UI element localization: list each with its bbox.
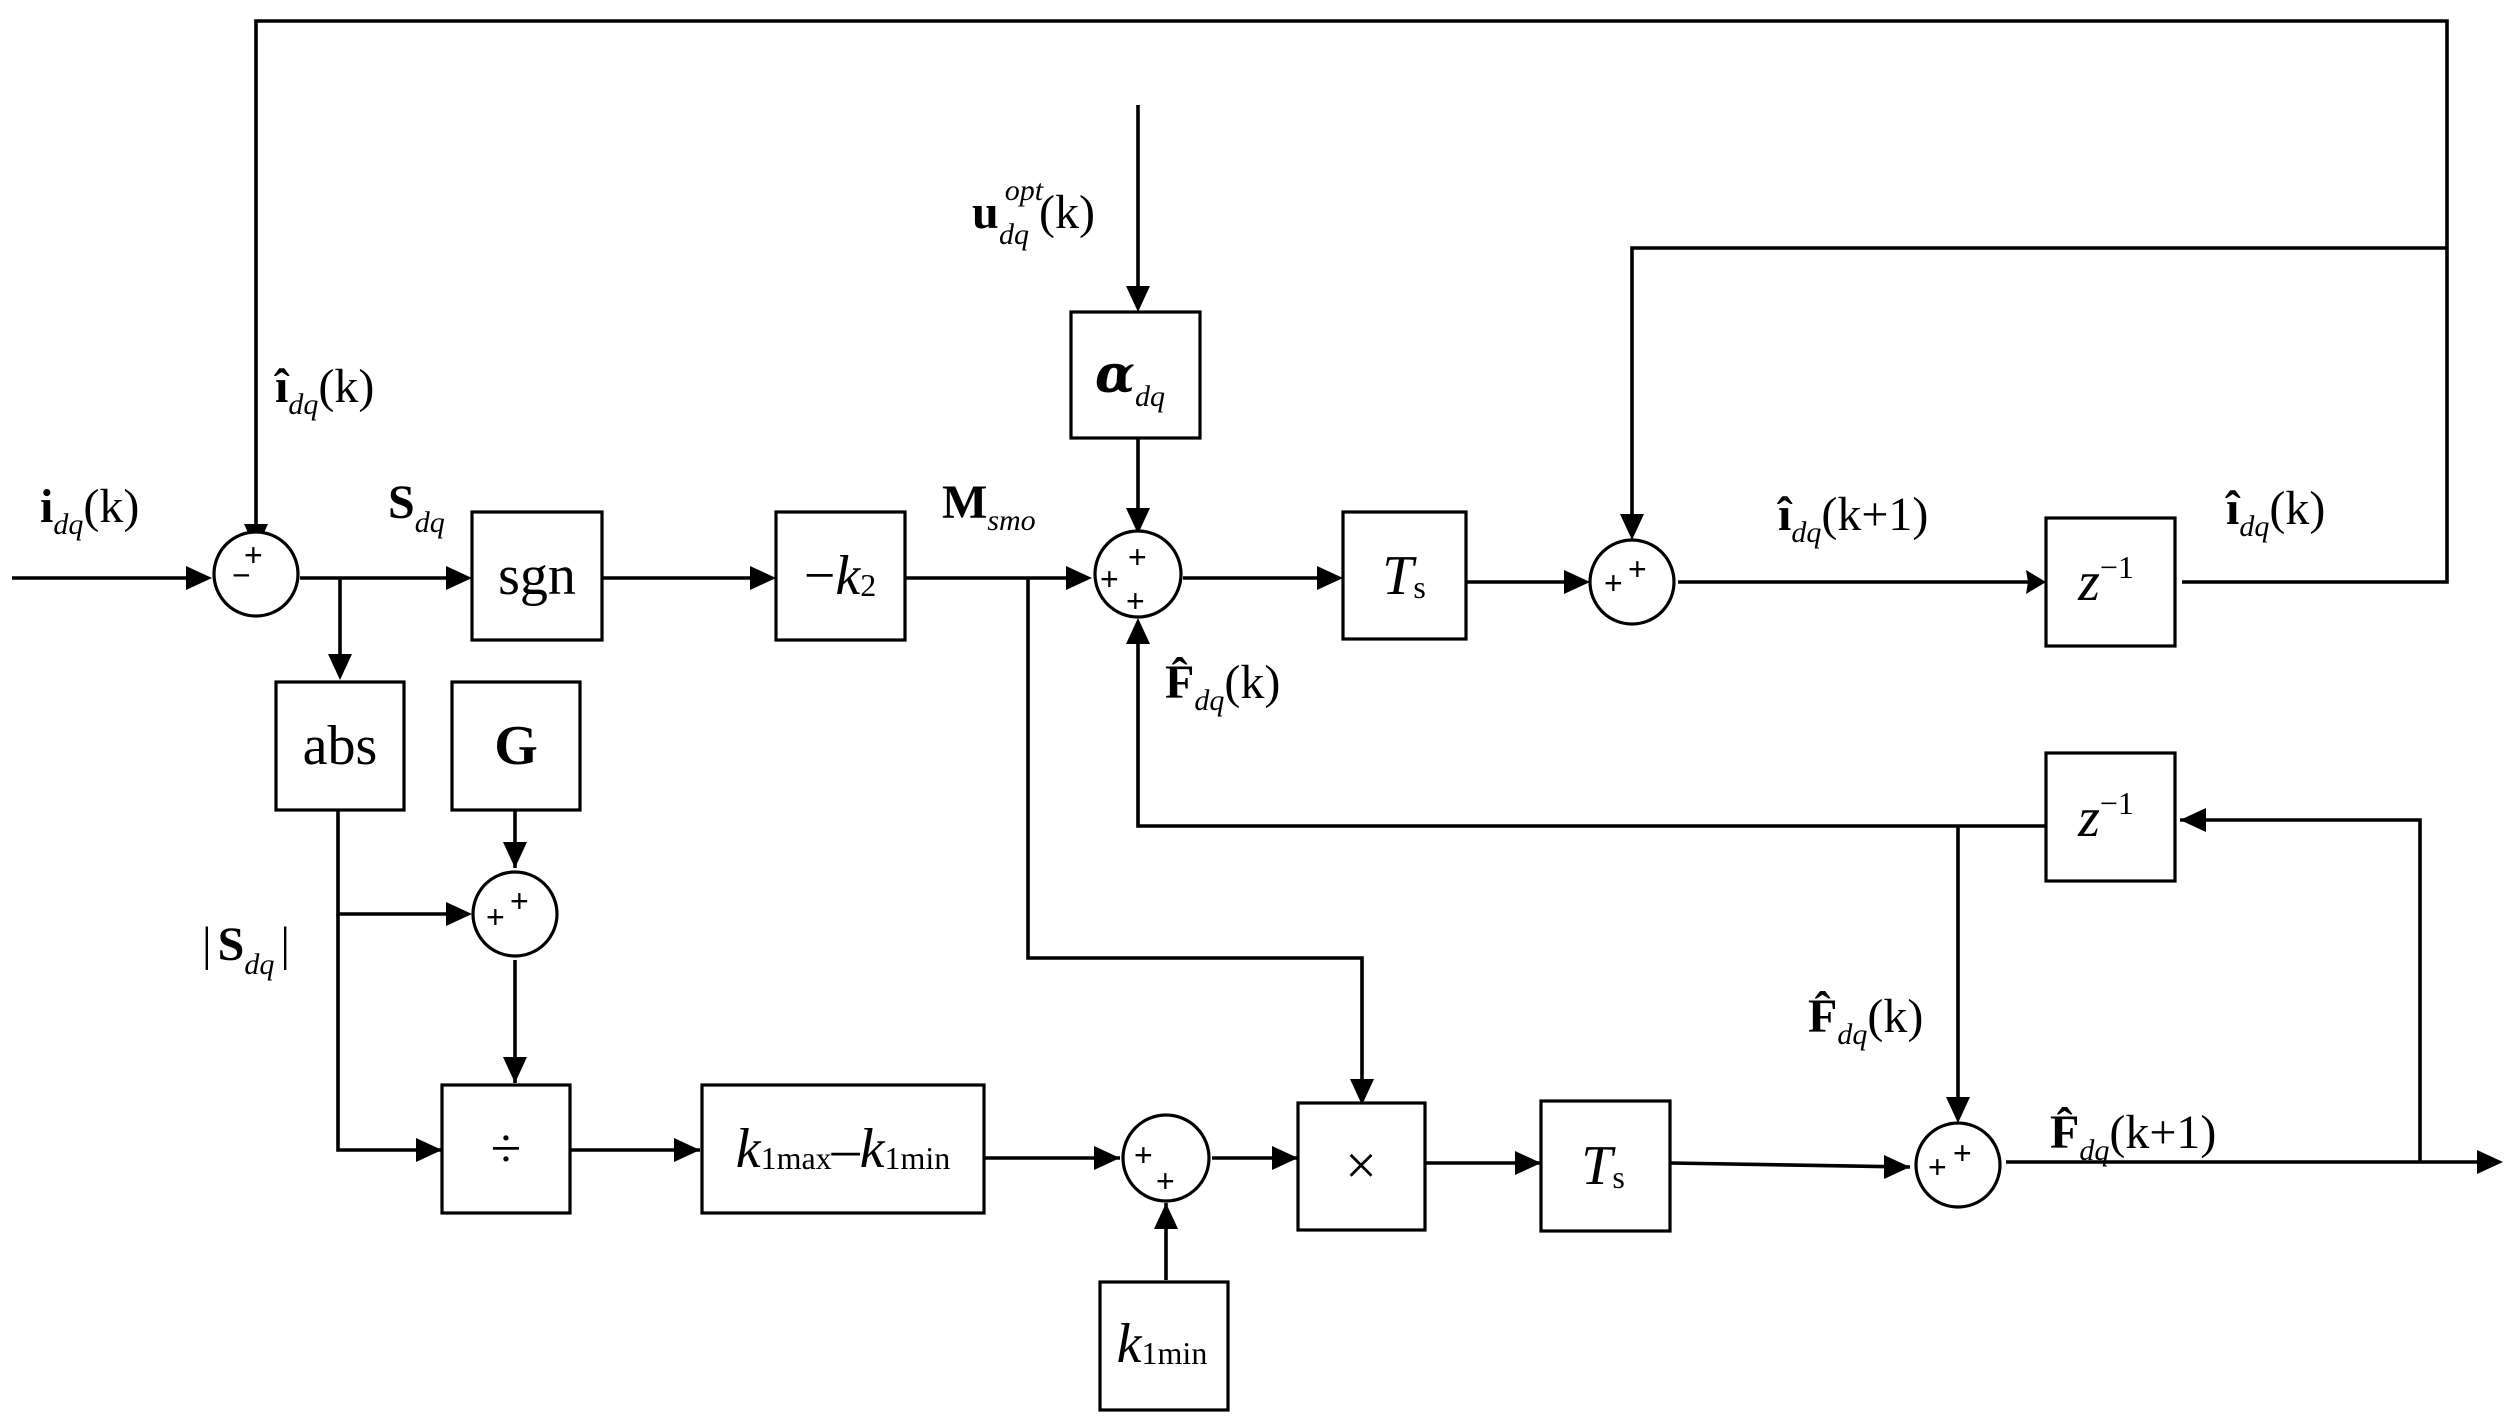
block-divide: ÷: [440, 1083, 572, 1215]
sgn-label: sgn: [498, 545, 576, 607]
block-z-inverse-top: z−1: [2044, 516, 2177, 648]
arrowhead: [1946, 1097, 1970, 1123]
sum4-sign: +: [486, 899, 505, 935]
arrowhead: [674, 1138, 700, 1162]
summing-junction-5: + +: [1121, 1113, 1211, 1203]
sum2-sign: +: [1126, 583, 1145, 619]
block-g: G: [450, 680, 582, 812]
block-z-inverse-bottom: z−1: [2044, 751, 2177, 883]
ts-bottom-label: Ts: [1581, 1135, 1625, 1197]
arrowhead: [1564, 570, 1590, 594]
arrowhead: [1272, 1146, 1298, 1170]
arrowhead: [1126, 508, 1150, 534]
wire-output-to-z: [2180, 818, 2422, 1162]
k1-range-label: k1max–k1min: [736, 1118, 951, 1180]
z-inverse-top-label: z−1: [2077, 549, 2134, 613]
next-current-label: îdq(k+1): [1777, 488, 1928, 549]
smo-output-label: Msmo: [942, 476, 1036, 537]
block-k1-range: k1max–k1min: [700, 1083, 986, 1215]
arrowhead: [1350, 1079, 1374, 1105]
alpha-label: αdq: [1095, 344, 1165, 413]
wire-ts2-to-sum6: [1669, 1161, 1911, 1169]
k1min-label: k1min: [1117, 1313, 1208, 1375]
ts-top-label: Ts: [1382, 545, 1426, 607]
block-neg-k2: −k2: [774, 510, 907, 642]
sum3-sign: +: [1604, 565, 1623, 601]
arrowhead: [1317, 566, 1343, 590]
summing-junction-4: + +: [471, 870, 559, 958]
arrowhead: [1126, 618, 1150, 644]
arrowhead: [186, 566, 212, 590]
sum5-sign: +: [1134, 1137, 1153, 1173]
block-sgn: sgn: [470, 510, 604, 642]
arrowhead: [1515, 1151, 1541, 1175]
sum3-sign: +: [1628, 551, 1647, 587]
sum5-sign: +: [1156, 1163, 1175, 1199]
summing-junction-1: − +: [212, 530, 300, 618]
sum2-sign: +: [1100, 561, 1119, 597]
arrowhead: [446, 902, 472, 926]
wire-fhat-to-sum2: [1136, 628, 2048, 828]
arrowhead: [446, 566, 472, 590]
arrowhead: [2477, 1150, 2503, 1174]
sum4-sign: +: [510, 883, 529, 919]
block-ts-bottom: Ts: [1539, 1099, 1672, 1233]
feedback-current-label: îdq(k): [274, 360, 374, 421]
wire-abs-to-divide: [336, 914, 442, 1152]
next-disturbance-label: F̂dq(k+1): [2050, 1106, 2216, 1168]
sum6-sign: +: [1928, 1149, 1947, 1185]
sliding-surface-label: Sdq: [388, 476, 445, 539]
arrowhead: [1884, 1155, 1910, 1179]
arrowhead: [1094, 1146, 1120, 1170]
block-abs: abs: [274, 680, 406, 812]
arrowhead: [750, 566, 776, 590]
sum2-sign: +: [1128, 539, 1147, 575]
summing-junction-6: + +: [1914, 1121, 2002, 1209]
arrowhead: [503, 842, 527, 868]
g-label: G: [494, 715, 538, 777]
signal-wires: [12, 19, 2485, 1280]
arrowhead: [1066, 566, 1092, 590]
sum1-sign: −: [232, 557, 251, 593]
neg-k2-label: −k2: [804, 545, 876, 607]
arrowhead: [416, 1138, 442, 1162]
delayed-current-label: îdq(k): [2225, 482, 2325, 543]
input-current-label: idq(k): [40, 480, 139, 541]
block-ts-top: Ts: [1341, 510, 1468, 641]
disturbance-delayed-label: F̂dq(k): [1808, 990, 1923, 1052]
arrowhead: [1126, 286, 1150, 312]
divide-label: ÷: [491, 1118, 522, 1180]
wire-inner-feedback: [1630, 246, 2447, 532]
arrowhead-open: [2026, 570, 2046, 594]
multiply-label: ×: [1345, 1135, 1377, 1197]
wire-abs-to-sum4: [336, 810, 464, 916]
z-inverse-bottom-label: z−1: [2077, 785, 2134, 849]
block-multiply: ×: [1296, 1101, 1427, 1232]
block-k1min: k1min: [1098, 1280, 1230, 1412]
sum6-sign: +: [1953, 1135, 1972, 1171]
arrowhead: [2180, 808, 2206, 832]
abs-label: abs: [303, 715, 378, 777]
arrowhead: [328, 654, 352, 680]
arrowhead: [503, 1057, 527, 1083]
arrowhead: [1154, 1203, 1178, 1229]
disturbance-estimate-label: F̂dq(k): [1165, 656, 1280, 718]
arrowheads: [186, 286, 2503, 1229]
block-alpha: αdq: [1069, 310, 1202, 440]
wire-msmo-to-multiply: [1026, 578, 1364, 1083]
summing-junction-2: + + +: [1093, 529, 1183, 619]
abs-sliding-surface-label: |Sdq|: [202, 918, 290, 981]
sum1-sign: +: [244, 537, 263, 573]
wire-outer-feedback: [254, 19, 2449, 584]
summing-junction-3: + +: [1588, 538, 1676, 626]
arrowhead: [1620, 514, 1644, 540]
